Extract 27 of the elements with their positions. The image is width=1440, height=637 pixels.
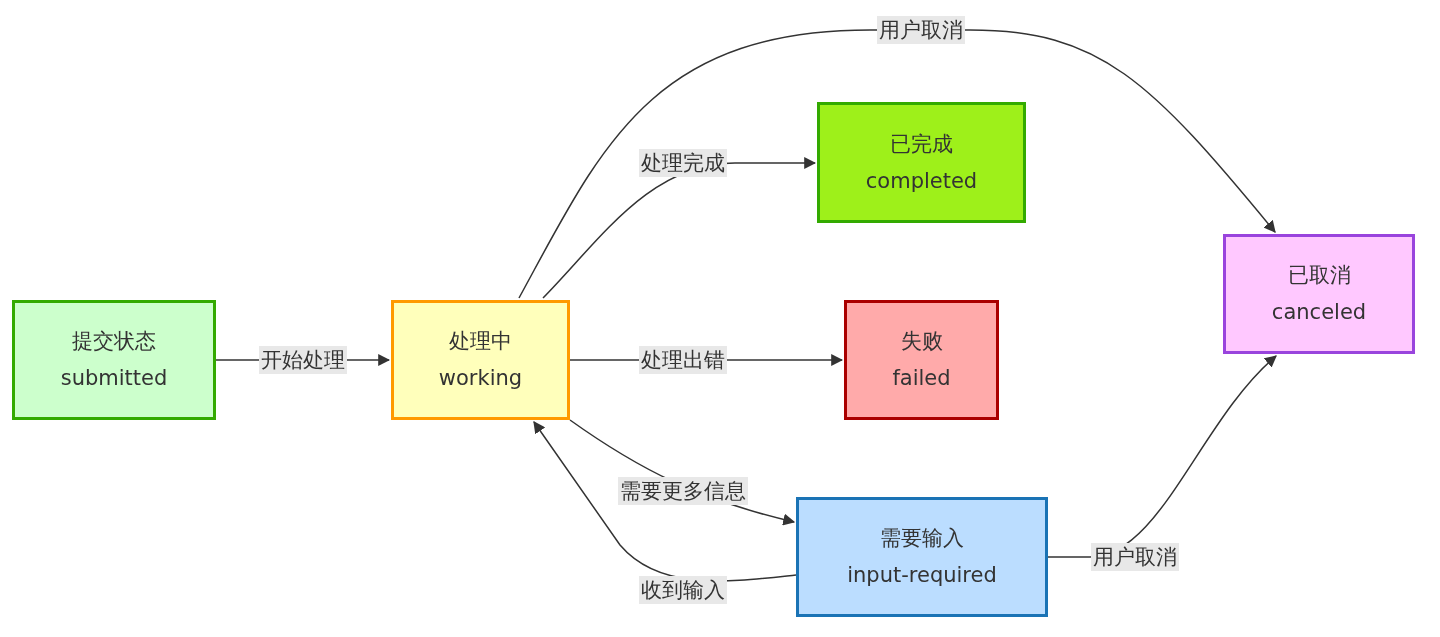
edge-label: 用户取消 — [877, 16, 965, 44]
state-title: 已完成 — [890, 130, 953, 158]
state-box — [12, 300, 216, 420]
state-subtitle: failed — [892, 365, 951, 392]
state-title: 提交状态 — [72, 328, 156, 355]
state-box — [1223, 234, 1415, 354]
state-subtitle: completed — [865, 167, 978, 195]
edge-label: 收到输入 — [639, 576, 727, 604]
state-subtitle: canceled — [1271, 299, 1367, 326]
edge-label: 需要更多信息 — [618, 477, 748, 505]
state-subtitle: working — [438, 365, 523, 392]
edge-label: 开始处理 — [259, 346, 347, 374]
arrow — [518, 29, 1276, 299]
state-subtitle: submitted — [60, 365, 168, 392]
state-box — [796, 497, 1048, 617]
arrow — [1047, 355, 1277, 558]
state-title: 需要输入 — [880, 525, 964, 552]
edge-label: 用户取消 — [1091, 543, 1179, 571]
state-subtitle: input-required — [847, 562, 997, 589]
edge-label: 处理出错 — [639, 346, 727, 374]
state-title: 失败 — [900, 328, 943, 355]
edge-label: 处理完成 — [639, 149, 727, 177]
state-box — [817, 102, 1026, 223]
state-title: 处理中 — [449, 328, 512, 355]
state-box — [391, 300, 570, 420]
state-box — [844, 300, 999, 420]
state-title: 已取消 — [1287, 262, 1351, 289]
